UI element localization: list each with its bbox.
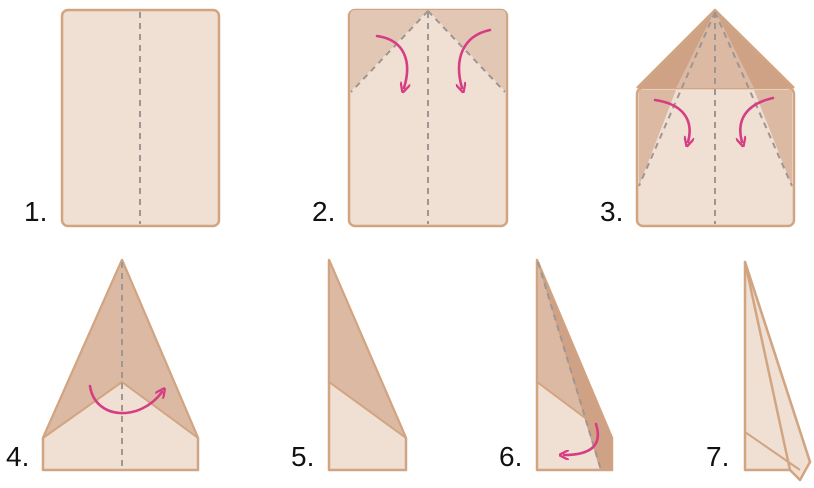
step-2-label: 2. (312, 196, 335, 227)
step-4-fold-arrow (88, 384, 162, 415)
step-6-label: 6. (499, 441, 522, 472)
step-3-left-fold-line (638, 11, 716, 187)
step-2: 2. (312, 8, 509, 228)
step-7-wing-edge (743, 260, 812, 482)
step-2-top-shade (350, 10, 506, 92)
step-1: 1. (24, 8, 221, 228)
step-7-wing-crease (744, 431, 801, 471)
step-3-top-outline (636, 8, 795, 89)
step-2-right-fold-line (427, 10, 506, 93)
step-1-label: 1. (24, 196, 47, 227)
step-3: 3. (600, 8, 796, 228)
step-5: 5. (291, 258, 408, 472)
step-2-left-fold-line (350, 10, 429, 93)
step-3-right-side-shade (754, 90, 792, 186)
step-6-fold-arrow (564, 422, 600, 455)
step-7-label: 7. (706, 441, 729, 472)
step-4: 4. (6, 258, 200, 472)
step-2-right-fold-arrow (459, 28, 492, 88)
step-6-fold-line (537, 261, 602, 471)
step-6: 6. (499, 258, 614, 472)
step-3-label: 3. (600, 196, 623, 227)
step-3-left-side-shade (639, 90, 676, 186)
step-7: 7. (706, 260, 812, 482)
step-1-paper (60, 8, 221, 228)
step-2-left-fold-arrow (375, 34, 407, 88)
step-6-wing-fold (537, 260, 612, 470)
step-3-right-flap-inner (715, 10, 754, 88)
step-3-left-fold-arrow (653, 98, 690, 142)
step-5-flap (328, 259, 407, 439)
step-3-right-fold-arrow (740, 96, 775, 142)
step-3-left-flap-inner (676, 10, 715, 88)
step-5-label: 5. (291, 441, 314, 472)
step-3-right-fold-line (714, 11, 793, 187)
step-4-label: 4. (6, 441, 29, 472)
